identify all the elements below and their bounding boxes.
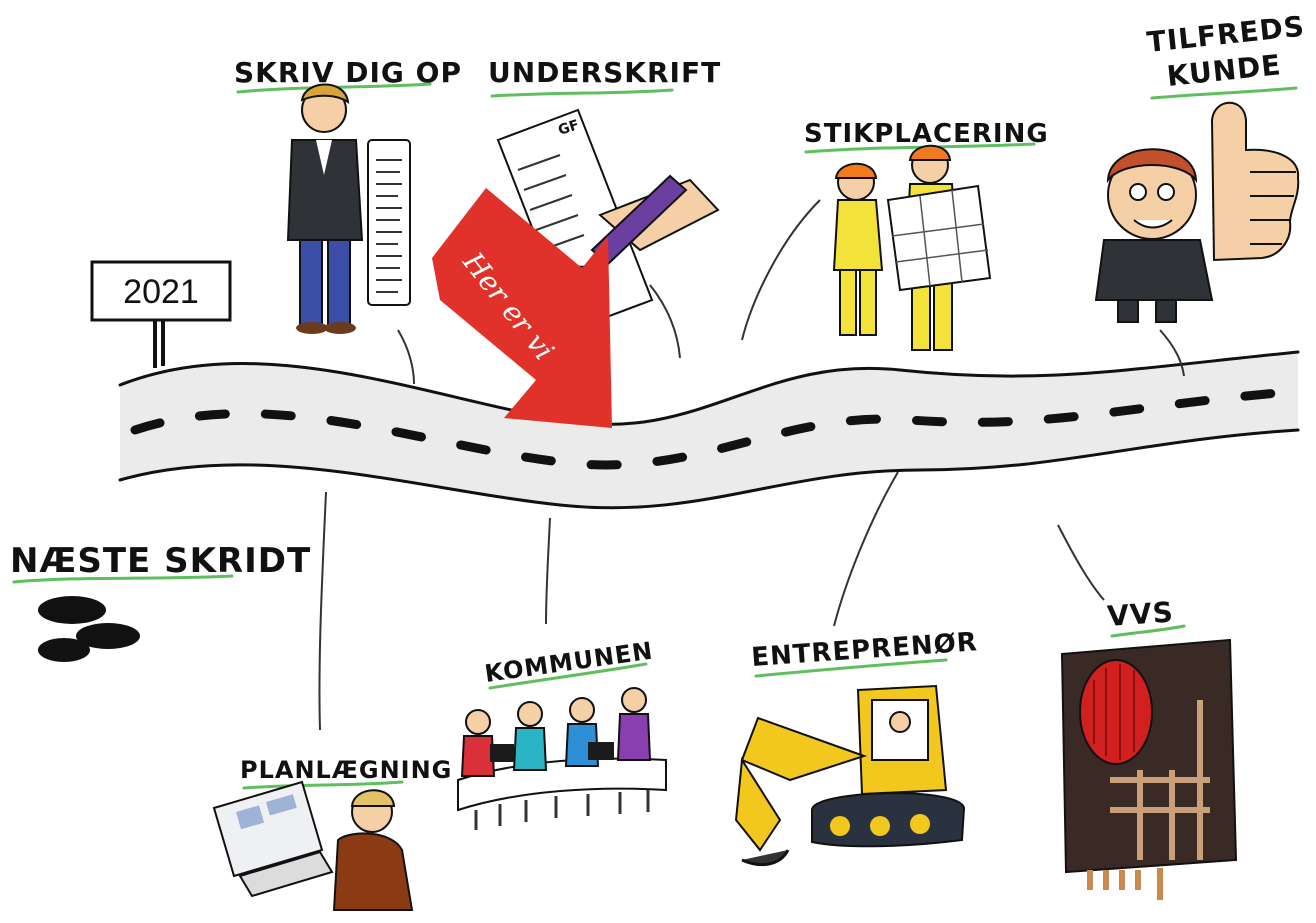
document-mark: GF: [556, 117, 581, 139]
road: [118, 350, 1300, 510]
step-label-line1: TILFREDS: [1145, 10, 1306, 59]
step-skriv-dig-op: SKRIV DIG OP: [234, 56, 461, 385]
municipality-office-illustration: [457, 687, 667, 830]
footprints-icon: [38, 596, 140, 662]
person-with-list-illustration: [286, 83, 411, 334]
step-entreprenor: ENTREPRENØR: [734, 471, 979, 867]
plumbing-unit-illustration: [1060, 638, 1238, 900]
step-tilfreds-kunde: TILFREDS KUNDE: [1094, 10, 1306, 377]
year-sign: 2021: [90, 260, 232, 368]
year-label: 2021: [123, 273, 199, 311]
planning-computer-illustration: [212, 780, 414, 911]
step-stikplacering: STIKPLACERING: [741, 119, 1048, 351]
step-kommunen: KOMMUNEN: [457, 517, 667, 830]
step-vvs: VVS: [1057, 524, 1238, 900]
workers-illustration: [832, 144, 992, 351]
step-planlaegning: PLANLÆGNING: [212, 491, 452, 911]
excavator-illustration: [734, 684, 966, 867]
step-label: VVS: [1106, 595, 1175, 633]
next-steps-title: NÆSTE SKRIDT: [10, 541, 311, 581]
step-label: PLANLÆGNING: [240, 756, 452, 784]
step-label: UNDERSKRIFT: [488, 56, 721, 89]
step-label: KOMMUNEN: [483, 637, 655, 688]
happy-customer-illustration: [1094, 101, 1300, 323]
next-steps-heading: NÆSTE SKRIDT: [10, 541, 311, 662]
